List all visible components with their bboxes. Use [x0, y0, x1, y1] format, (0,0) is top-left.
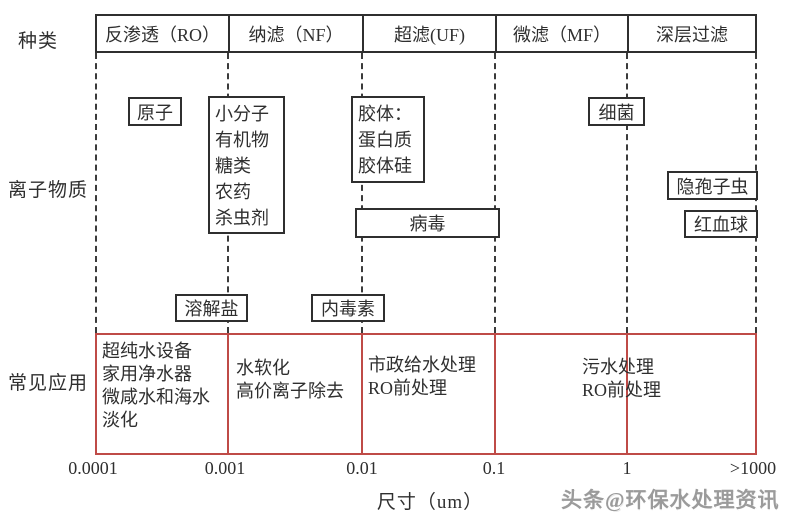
substance-line: 农药	[215, 182, 251, 202]
applications-divider-1	[227, 333, 229, 455]
row-label-common-applications: 常见应用	[8, 373, 89, 394]
axis-tick-gt1000: >1000	[729, 458, 777, 478]
dashed-gridline-0p1	[494, 53, 496, 333]
dashed-gridline-0p0001	[95, 53, 97, 333]
header-cell-nf: 纳滤（NF）	[230, 16, 364, 51]
application-line: 淡化	[102, 410, 138, 430]
substance-box-cryptosporidium: 隐孢子虫	[667, 171, 758, 200]
applications-divider-4	[626, 333, 628, 455]
substance-line: 有机物	[215, 130, 269, 150]
application-line: 高价离子除去	[236, 381, 344, 401]
substance-box-small-molecules: 小分子 有机物 糖类 农药 杀虫剂	[208, 96, 285, 234]
application-line: 水软化	[236, 358, 290, 378]
watermark-toutiao: 头条@环保水处理资讯	[561, 488, 780, 512]
filtration-type-header: 反渗透（RO） 纳滤（NF） 超滤(UF) 微滤（MF） 深层过滤	[95, 14, 757, 53]
application-line: 家用净水器	[102, 364, 192, 384]
substance-line: 胶体：	[358, 104, 412, 124]
dashed-gridline-0p01	[361, 53, 363, 333]
application-line: 超纯水设备	[102, 341, 192, 361]
substance-box-virus: 病毒	[355, 208, 500, 238]
row-label-ionic-substance: 离子物质	[8, 180, 89, 201]
applications-divider-3	[494, 333, 496, 455]
substance-box-atom: 原子	[128, 97, 182, 126]
application-cell-uf: 市政给水处理 RO前处理	[368, 354, 476, 400]
axis-tick-0p1: 0.1	[482, 458, 506, 478]
header-cell-deep-filtration: 深层过滤	[656, 24, 728, 45]
substance-box-colloid: 胶体： 蛋白质 胶体硅	[351, 96, 425, 183]
axis-tick-0p0001: 0.0001	[68, 458, 118, 478]
substance-box-dissolved-salt: 溶解盐	[175, 294, 248, 322]
row-label-category: 种类	[18, 31, 59, 52]
application-line: RO前处理	[368, 378, 448, 398]
header-cell-ro: 反渗透（RO）	[97, 16, 230, 51]
application-line: RO前处理	[582, 380, 662, 400]
substance-box-red-blood-cell: 红血球	[684, 210, 758, 238]
application-cell-nf: 水软化 高价离子除去	[236, 357, 344, 403]
substance-box-bacteria: 细菌	[588, 97, 645, 126]
application-line: 市政给水处理	[368, 355, 476, 375]
header-cell-uf: 超滤(UF)	[364, 16, 497, 51]
axis-title-size-um: 尺寸（um）	[376, 492, 484, 513]
axis-tick-0p001: 0.001	[204, 458, 246, 478]
application-cell-mf-deep: 污水处理 RO前处理	[582, 356, 661, 402]
application-line: 微咸水和海水	[102, 387, 210, 407]
substance-line: 胶体硅	[358, 156, 412, 176]
substance-line: 糖类	[215, 156, 251, 176]
substance-line: 蛋白质	[358, 130, 412, 150]
application-line: 污水处理	[582, 357, 654, 377]
substance-line: 小分子	[215, 104, 269, 124]
applications-table	[95, 333, 757, 455]
substance-box-endotoxin: 内毒素	[311, 294, 385, 322]
header-cell-mf: 微滤（MF）	[497, 16, 629, 51]
axis-tick-0p01: 0.01	[346, 458, 378, 478]
axis-tick-1: 1	[622, 458, 632, 478]
substance-line: 杀虫剂	[215, 208, 269, 228]
applications-divider-2	[361, 333, 363, 455]
dashed-gridline-1	[626, 53, 628, 333]
application-cell-ro: 超纯水设备 家用净水器 微咸水和海水 淡化	[102, 340, 210, 432]
